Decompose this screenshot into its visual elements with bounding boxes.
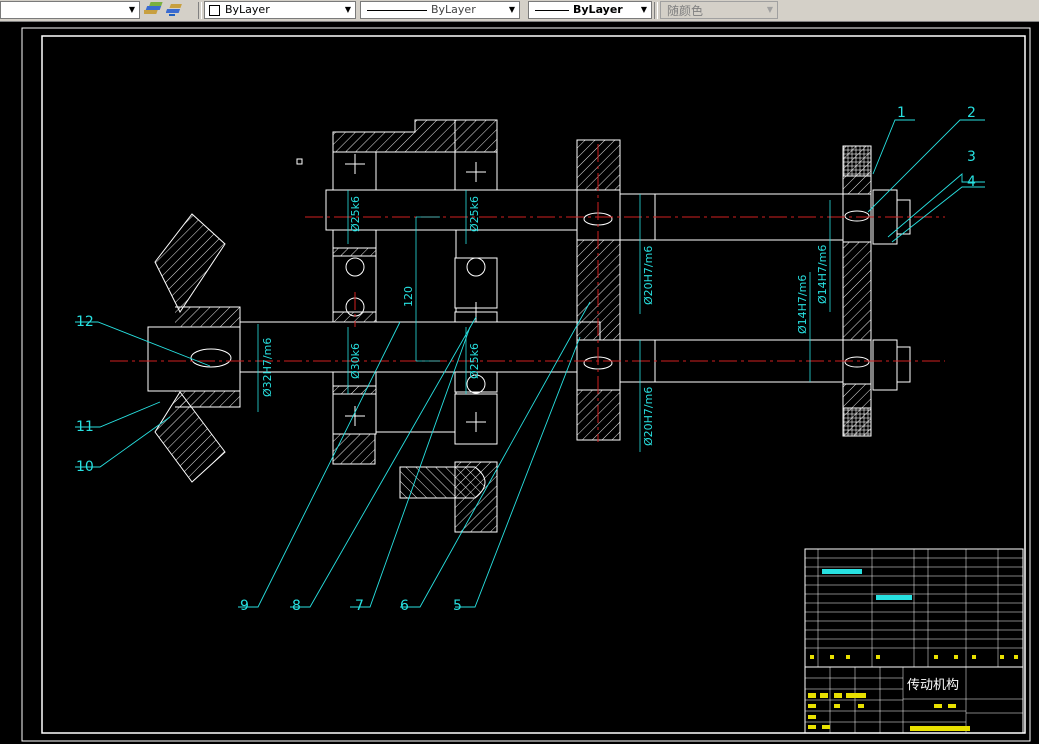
layer-previous-icon[interactable] <box>165 1 186 19</box>
title-block: 传动机构 <box>804 666 1024 734</box>
toolbar-separator <box>198 2 202 19</box>
callout-5: 5 <box>453 598 462 614</box>
callout-9: 9 <box>240 598 249 614</box>
bolt <box>399 466 486 499</box>
lower-shaft <box>239 321 601 373</box>
linetype-preview-icon <box>367 10 427 11</box>
layer-dropdown[interactable]: ▼ <box>0 1 140 19</box>
callout-10: 10 <box>76 459 94 475</box>
bom-table <box>804 548 1024 668</box>
right-plate-bot <box>842 407 872 437</box>
dim-gear-fit-lower: Ø20H7/m6 <box>642 387 655 446</box>
bevel-gear-top <box>154 213 226 313</box>
color-value: ByLayer <box>225 3 270 16</box>
callout-11: 11 <box>76 419 94 435</box>
dim-bevel-gear-fit: Ø32H7/m6 <box>261 338 274 397</box>
linetype-dropdown[interactable]: ByLayer ▼ <box>360 1 520 19</box>
dimension-lines <box>257 190 831 452</box>
dim-upper-left-bearing: Ø25k6 <box>349 196 362 232</box>
toolbar-separator <box>654 2 658 19</box>
right-plate-top <box>842 145 872 177</box>
dim-lower-right-bearing: Ø25k6 <box>468 343 481 379</box>
dim-plate-fit-lower: Ø14H7/m6 <box>796 275 809 334</box>
upper-shaft <box>325 189 601 231</box>
drawing-canvas[interactable]: Ø25k6 Ø25k6 Ø30k6 Ø25k6 Ø32H7/m6 Ø20H7/m… <box>0 22 1039 744</box>
cover-top <box>454 119 498 153</box>
chevron-down-icon[interactable]: ▼ <box>125 2 139 18</box>
dim-gear-fit-upper: Ø20H7/m6 <box>642 246 655 305</box>
callout-4: 4 <box>967 174 976 190</box>
assembly-drawing <box>147 119 911 533</box>
layers-icon[interactable] <box>142 1 164 19</box>
color-swatch-icon <box>209 5 220 16</box>
snap-marker <box>296 158 303 165</box>
callout-12: 12 <box>76 314 94 330</box>
dim-center-distance: 120 <box>402 286 415 307</box>
callout-6: 6 <box>400 598 409 614</box>
callout-1: 1 <box>897 105 906 121</box>
sheet-border <box>21 27 1031 742</box>
lineweight-dropdown[interactable]: ByLayer ▼ <box>528 1 652 19</box>
callout-7: 7 <box>355 598 364 614</box>
callout-labels: 1 2 3 4 5 6 7 8 9 10 11 12 <box>76 105 976 614</box>
dim-plate-fit-upper: Ø14H7/m6 <box>816 245 829 304</box>
bearing-right-mid <box>454 257 498 309</box>
chevron-down-icon[interactable]: ▼ <box>637 2 651 18</box>
callout-leaders <box>75 119 985 608</box>
bevel-gear-bottom <box>154 391 226 483</box>
linetype-value: ByLayer <box>431 3 476 16</box>
chevron-down-icon[interactable]: ▼ <box>505 2 519 18</box>
chevron-down-icon[interactable]: ▼ <box>763 2 777 18</box>
chevron-down-icon[interactable]: ▼ <box>341 2 355 18</box>
callout-3: 3 <box>967 149 976 165</box>
drawing-title: 传动机构 <box>907 678 959 693</box>
dim-upper-right-bearing: Ø25k6 <box>468 196 481 232</box>
color-dropdown[interactable]: ByLayer ▼ <box>204 1 356 19</box>
bevel-gear-bore <box>147 326 241 392</box>
callout-8: 8 <box>292 598 301 614</box>
plotstyle-value: 随颜色 <box>667 4 704 18</box>
centerlines <box>110 144 945 442</box>
callout-2: 2 <box>967 105 976 121</box>
nut-bottom <box>872 339 911 391</box>
plotstyle-dropdown[interactable]: 随颜色 ▼ <box>660 1 778 19</box>
lineweight-preview-icon <box>535 10 569 11</box>
right-plate <box>842 145 872 437</box>
properties-toolbar: ▼ ByLayer ▼ ByLayer ▼ ByLayer ▼ 随颜色 ▼ <box>0 0 1039 22</box>
lineweight-value: ByLayer <box>573 3 623 16</box>
dim-lower-left-bearing: Ø30k6 <box>349 343 362 379</box>
frame-border <box>41 35 1026 734</box>
dimensions: Ø25k6 Ø25k6 Ø30k6 Ø25k6 Ø32H7/m6 Ø20H7/m… <box>261 196 829 446</box>
